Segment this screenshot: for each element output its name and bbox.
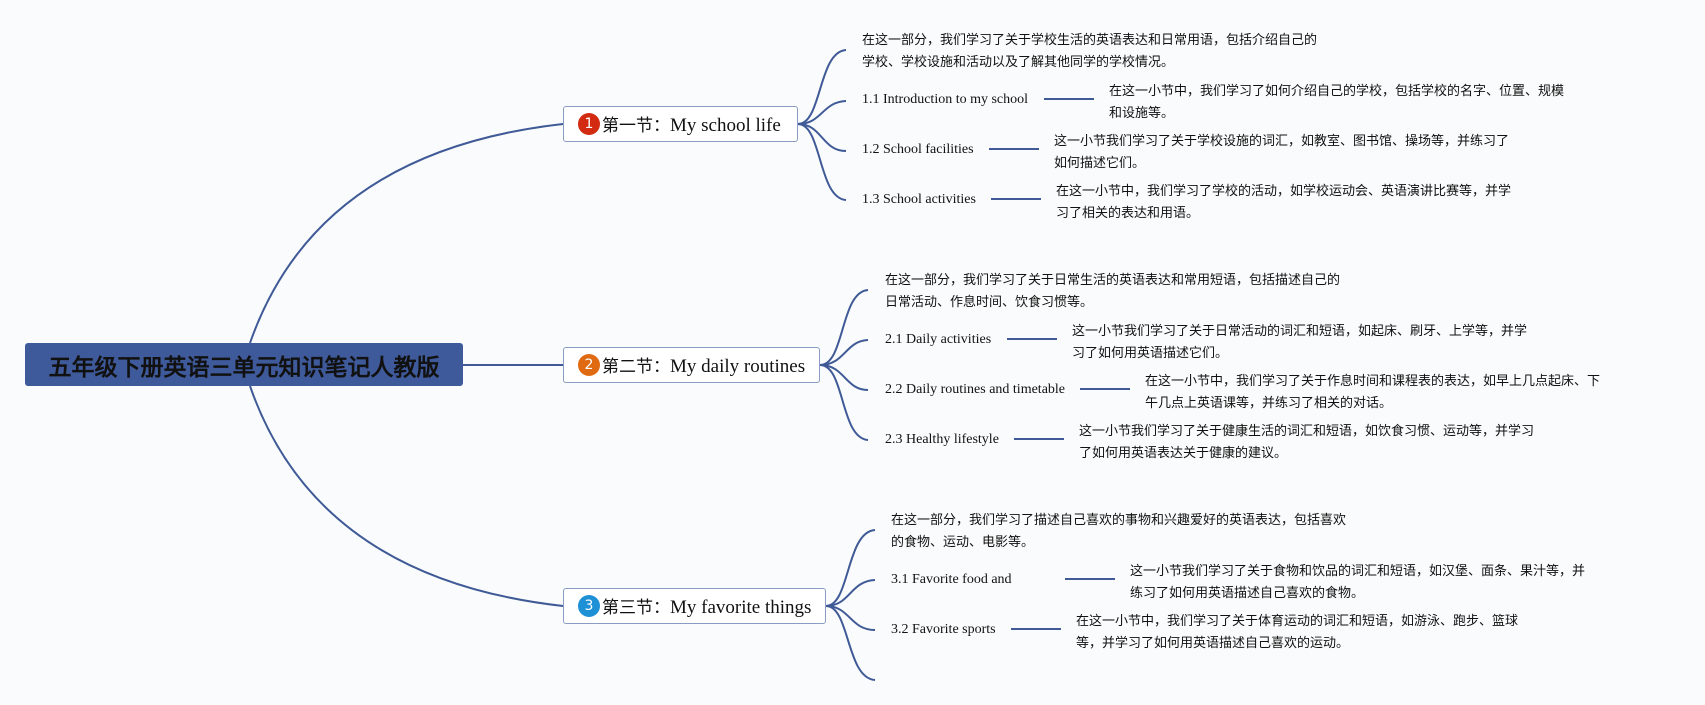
subtopic-2-2[interactable]: 2.2 Daily routines and timetable [885, 382, 1066, 397]
section-3-summary[interactable]: 在这一部分，我们学习了描述自己喜欢的事物和兴趣爱好的英语表达，包括喜欢 的食物、… [891, 513, 1347, 550]
subtopic-2-3-desc[interactable]: 这一小节我们学习了关于健康生活的词汇和短语，如饮食习惯、运动等，并学习 了如何用… [1079, 424, 1535, 461]
subtopic-1-2[interactable]: 1.2 School facilities [862, 142, 974, 157]
subtopic-1-3[interactable]: 1.3 School activities [862, 192, 976, 207]
subtopic-1-1-desc[interactable]: 在这一小节中，我们学习了如何介绍自己的学校，包括学校的名字、位置、规模 和设施等… [1109, 84, 1565, 121]
section-3-title-en: My favorite things [670, 597, 812, 618]
number-3-icon: 3 [578, 595, 600, 617]
subtopic-3-1[interactable]: 3.1 Favorite food and [891, 572, 1012, 587]
number-1-icon: 1 [578, 113, 600, 135]
connector-s2-sub3 [819, 364, 869, 441]
connector-s1-sub1 [797, 100, 847, 125]
connector-s2-summary [819, 289, 869, 366]
section-1-title-en: My school life [670, 115, 781, 136]
section-1-topic[interactable]: 1 第一节：My school life [563, 106, 798, 142]
subtopic-3-1-desc[interactable]: 这一小节我们学习了关于食物和饮品的词汇和短语，如汉堡、面条、果汁等，并 练习了如… [1130, 564, 1586, 601]
section-3-topic[interactable]: 3 第三节：My favorite things [563, 588, 826, 624]
subtopic-3-2-desc[interactable]: 在这一小节中，我们学习了关于体育运动的词汇和短语，如游泳、跑步、篮球 等，并学习… [1076, 614, 1519, 651]
section-1-summary[interactable]: 在这一部分，我们学习了关于学校生活的英语表达和日常用语，包括介绍自己的 学校、学… [862, 33, 1318, 70]
connector-s3-sub3 [825, 605, 876, 681]
subtopic-2-1[interactable]: 2.1 Daily activities [885, 332, 992, 347]
subtopic-3-2[interactable]: 3.2 Favorite sports [891, 622, 996, 637]
subtopic-2-1-desc[interactable]: 这一小节我们学习了关于日常活动的词汇和短语，如起床、刷牙、上学等，并学 习了如何… [1072, 324, 1528, 361]
root-topic[interactable]: 五年级下册英语三单元知识笔记人教版 [25, 343, 463, 386]
section-2-title-cn: 第二节： [602, 357, 670, 377]
connector-s3-sub1 [825, 579, 876, 607]
connector-root-section-3 [249, 385, 564, 607]
section-3-title-cn: 第三节： [602, 598, 670, 618]
subtopic-2-2-desc[interactable]: 在这一小节中，我们学习了关于作息时间和课程表的表达，如早上几点起床、下 午几点上… [1145, 374, 1601, 411]
subtopic-2-3[interactable]: 2.3 Healthy lifestyle [885, 432, 999, 447]
connector-s1-sub2 [797, 123, 847, 152]
connector-root-section-1 [249, 123, 564, 344]
number-2-icon: 2 [578, 354, 600, 376]
connector-s1-summary [797, 49, 847, 125]
connector-s3-summary [825, 529, 876, 607]
subtopic-1-3-desc[interactable]: 在这一小节中，我们学习了学校的活动，如学校运动会、英语演讲比赛等，并学 习了相关… [1056, 184, 1512, 221]
root-title: 五年级下册英语三单元知识笔记人教版 [48, 354, 440, 381]
section-2-title-en: My daily routines [670, 356, 806, 377]
subtopic-1-1[interactable]: 1.1 Introduction to my school [862, 92, 1029, 107]
connector-s2-sub1 [819, 339, 869, 366]
section-2-summary[interactable]: 在这一部分，我们学习了关于日常生活的英语表达和常用短语，包括描述自己的 日常活动… [885, 273, 1341, 310]
section-2-topic[interactable]: 2 第二节：My daily routines [563, 347, 820, 383]
subtopic-1-2-desc[interactable]: 这一小节我们学习了关于学校设施的词汇，如教室、图书馆、操场等，并练习了 如何描述… [1054, 134, 1510, 171]
connector-s1-sub3 [797, 123, 847, 201]
section-1-title-cn: 第一节： [602, 116, 670, 136]
